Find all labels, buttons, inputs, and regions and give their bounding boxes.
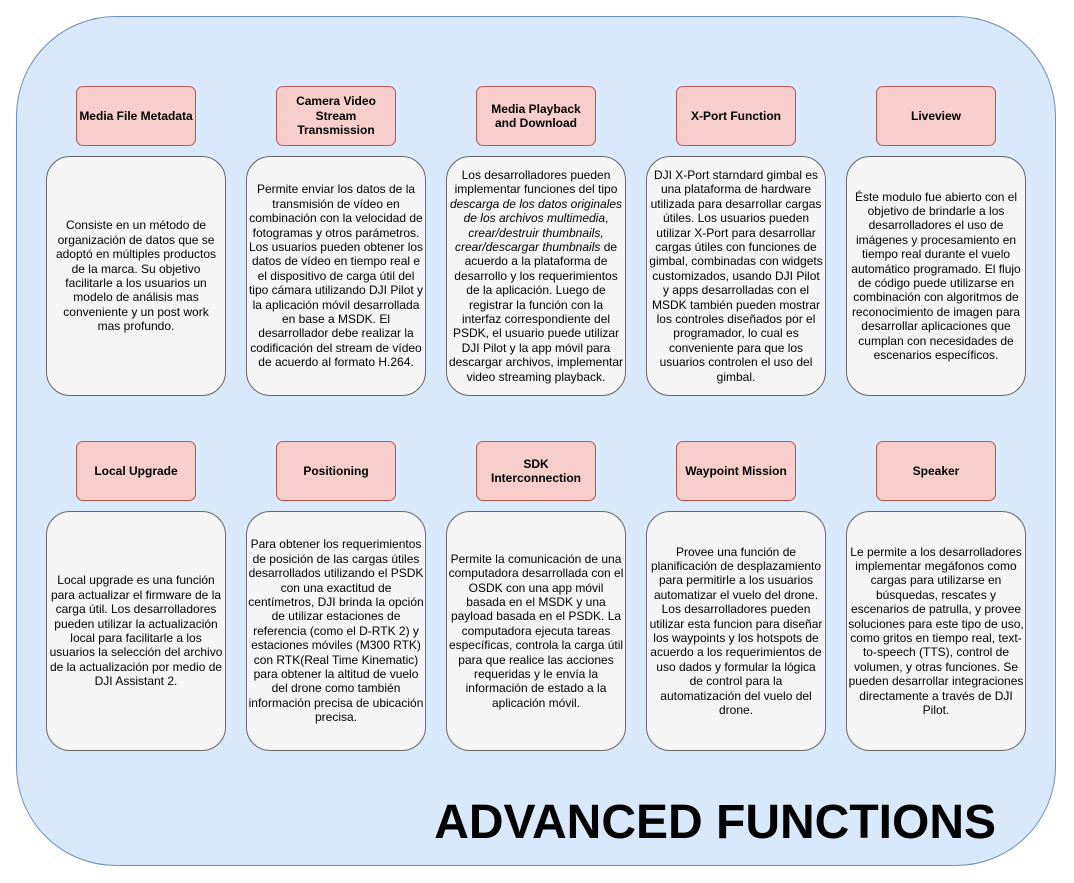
desc-media-file-metadata: Consiste en un método de organización de… (55, 218, 217, 334)
desc-local-upgrade: Local upgrade es una función para actual… (49, 573, 223, 689)
desc-italic-segment: crear/destruir thumbnails, crear/descarg… (454, 225, 604, 254)
header-local-upgrade: Local Upgrade (76, 441, 196, 501)
desc-positioning: Para obtener los requerimientos de posic… (248, 537, 424, 725)
desc-x-port-function: DJI X-Port starndard gimbal es una plata… (649, 167, 823, 384)
card-x-port-function: DJI X-Port starndard gimbal es una plata… (646, 156, 826, 396)
desc-media-playback: Los desarrolladores pueden implementar f… (448, 168, 624, 384)
header-media-file-metadata: Media File Metadata (76, 86, 196, 146)
desc-segment: de acuerdo a la plataforma de desarrollo… (448, 239, 624, 384)
header-sdk-interconnection: SDK Interconnection (476, 441, 596, 501)
header-media-playback: Media Playback and Download (476, 86, 596, 146)
desc-camera-video-stream: Permite enviar los datos de la transmisi… (248, 182, 424, 370)
header-x-port-function: X-Port Function (676, 86, 796, 146)
desc-waypoint-mission: Provee una función de planificación de d… (649, 544, 823, 718)
desc-segment: , (605, 211, 609, 226)
desc-segment: Los desarrolladores pueden implementar f… (454, 167, 618, 197)
card-media-playback: Los desarrolladores pueden implementar f… (446, 156, 626, 396)
card-positioning: Para obtener los requerimientos de posic… (246, 511, 426, 751)
desc-sdk-interconnection: Permite la comunicación de una computado… (448, 551, 624, 710)
card-local-upgrade: Local upgrade es una función para actual… (46, 511, 226, 751)
card-speaker: Le permite a los desarrolladores impleme… (846, 511, 1026, 751)
card-liveview: Éste modulo fue abierto con el objetivo … (846, 156, 1026, 396)
desc-speaker: Le permite a los desarrolladores impleme… (848, 544, 1024, 718)
card-media-file-metadata: Consiste en un método de organización de… (46, 156, 226, 396)
card-sdk-interconnection: Permite la comunicación de una computado… (446, 511, 626, 751)
header-positioning: Positioning (276, 441, 396, 501)
header-speaker: Speaker (876, 441, 996, 501)
card-camera-video-stream: Permite enviar los datos de la transmisi… (246, 156, 426, 396)
desc-liveview: Éste modulo fue abierto con el objetivo … (851, 189, 1021, 363)
header-camera-video-stream: Camera Video Stream Transmission (276, 86, 396, 146)
header-liveview: Liveview (876, 86, 996, 146)
page-title: ADVANCED FUNCTIONS (434, 796, 996, 849)
desc-italic-segment: descarga de los datos originales de los … (449, 196, 623, 226)
header-waypoint-mission: Waypoint Mission (676, 441, 796, 501)
card-waypoint-mission: Provee una función de planificación de d… (646, 511, 826, 751)
